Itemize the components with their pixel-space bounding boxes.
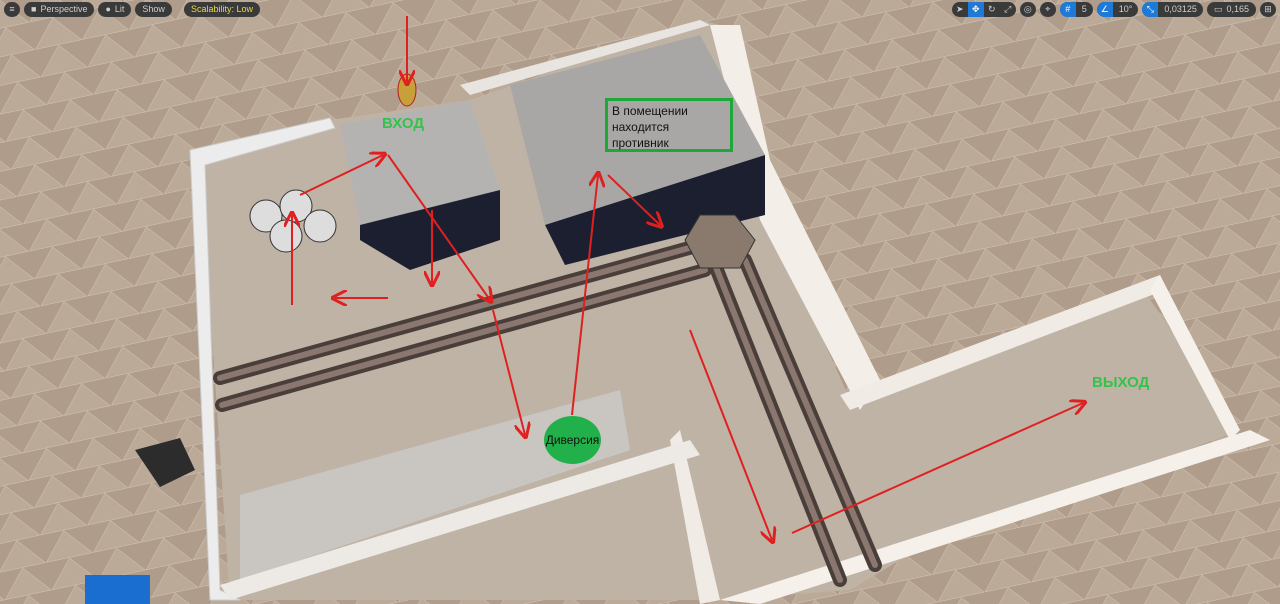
lit-icon: ● [105,4,111,14]
entrance-label: ВХОД [382,115,425,132]
wall-bottom [220,440,700,600]
wall-left [189,117,336,601]
enemy-room-wall [545,155,765,265]
exit-label: ВЫХОД [1092,374,1150,391]
pipes [213,214,882,587]
transform-tools: ➤ ✥ ↻ ⤢ [951,1,1016,17]
scale-snap-icon[interactable]: ⤡ [1142,1,1159,17]
perspective-button[interactable]: ■Perspective [24,1,95,17]
lit-label: Lit [114,4,125,14]
cube-icon: ■ [31,4,37,14]
dark-cube [135,438,195,487]
enemy-room-roof [510,35,765,225]
move-icon[interactable]: ✥ [967,1,984,17]
show-button[interactable]: Show [135,1,172,17]
wall-top [460,20,710,95]
entry-supports [360,190,500,270]
camera-speed-button[interactable]: ▭0,165 [1206,1,1256,17]
rotation-snap-value[interactable]: 10° [1118,4,1133,14]
wall-bottom-right [720,430,1270,604]
blue-cube [85,575,150,604]
viewport-menu-button[interactable]: ≡ [4,1,20,17]
diversion-marker: Диверсия [544,416,601,464]
rotation-snap[interactable]: ∠ 10° [1096,1,1139,17]
rotate-icon[interactable]: ↻ [987,3,996,14]
perspective-label: Perspective [40,4,88,14]
angle-icon[interactable]: ∠ [1096,1,1113,17]
camera-speed-value: 0,165 [1226,4,1249,14]
scalability-button[interactable]: Scalability: Low [183,1,260,17]
route-arrows [292,16,1083,540]
viewport-toolbar-right: ➤ ✥ ↻ ⤢ ◎ ⌖ # 5 ∠ 10° ⤡ 0,03125 ▭0,165 ⊞ [951,1,1276,17]
enemy-note-box: В помещении находится противник [605,98,733,152]
wall-right [710,25,880,410]
lit-button[interactable]: ●Lit [98,1,132,17]
select-icon[interactable]: ➤ [955,3,964,14]
scale-snap[interactable]: ⤡ 0,03125 [1142,1,1203,17]
world-space-icon[interactable]: ◎ [1019,1,1036,17]
surface-snap-icon[interactable]: ⌖ [1039,1,1056,17]
grid-snap[interactable]: # 5 [1059,1,1093,17]
viewport-toolbar-left: ≡ ■Perspective ●Lit Show Scalability: Lo… [4,1,260,17]
diversion-label: Диверсия [545,433,600,447]
wall-exit-top [840,275,1165,410]
low-room [240,390,630,580]
scale-icon[interactable]: ⤢ [1004,3,1012,14]
wall-bottom-mid [670,430,720,604]
camera-icon: ▭ [1213,3,1223,14]
hamburger-icon: ≡ [9,4,15,14]
layout-icon[interactable]: ⊞ [1260,1,1276,17]
grid-snap-value[interactable]: 5 [1081,4,1087,14]
scale-snap-value[interactable]: 0,03125 [1164,4,1197,14]
entry-platform [340,100,500,225]
grid-icon[interactable]: # [1059,1,1076,17]
wall-exit-side [1150,275,1240,440]
